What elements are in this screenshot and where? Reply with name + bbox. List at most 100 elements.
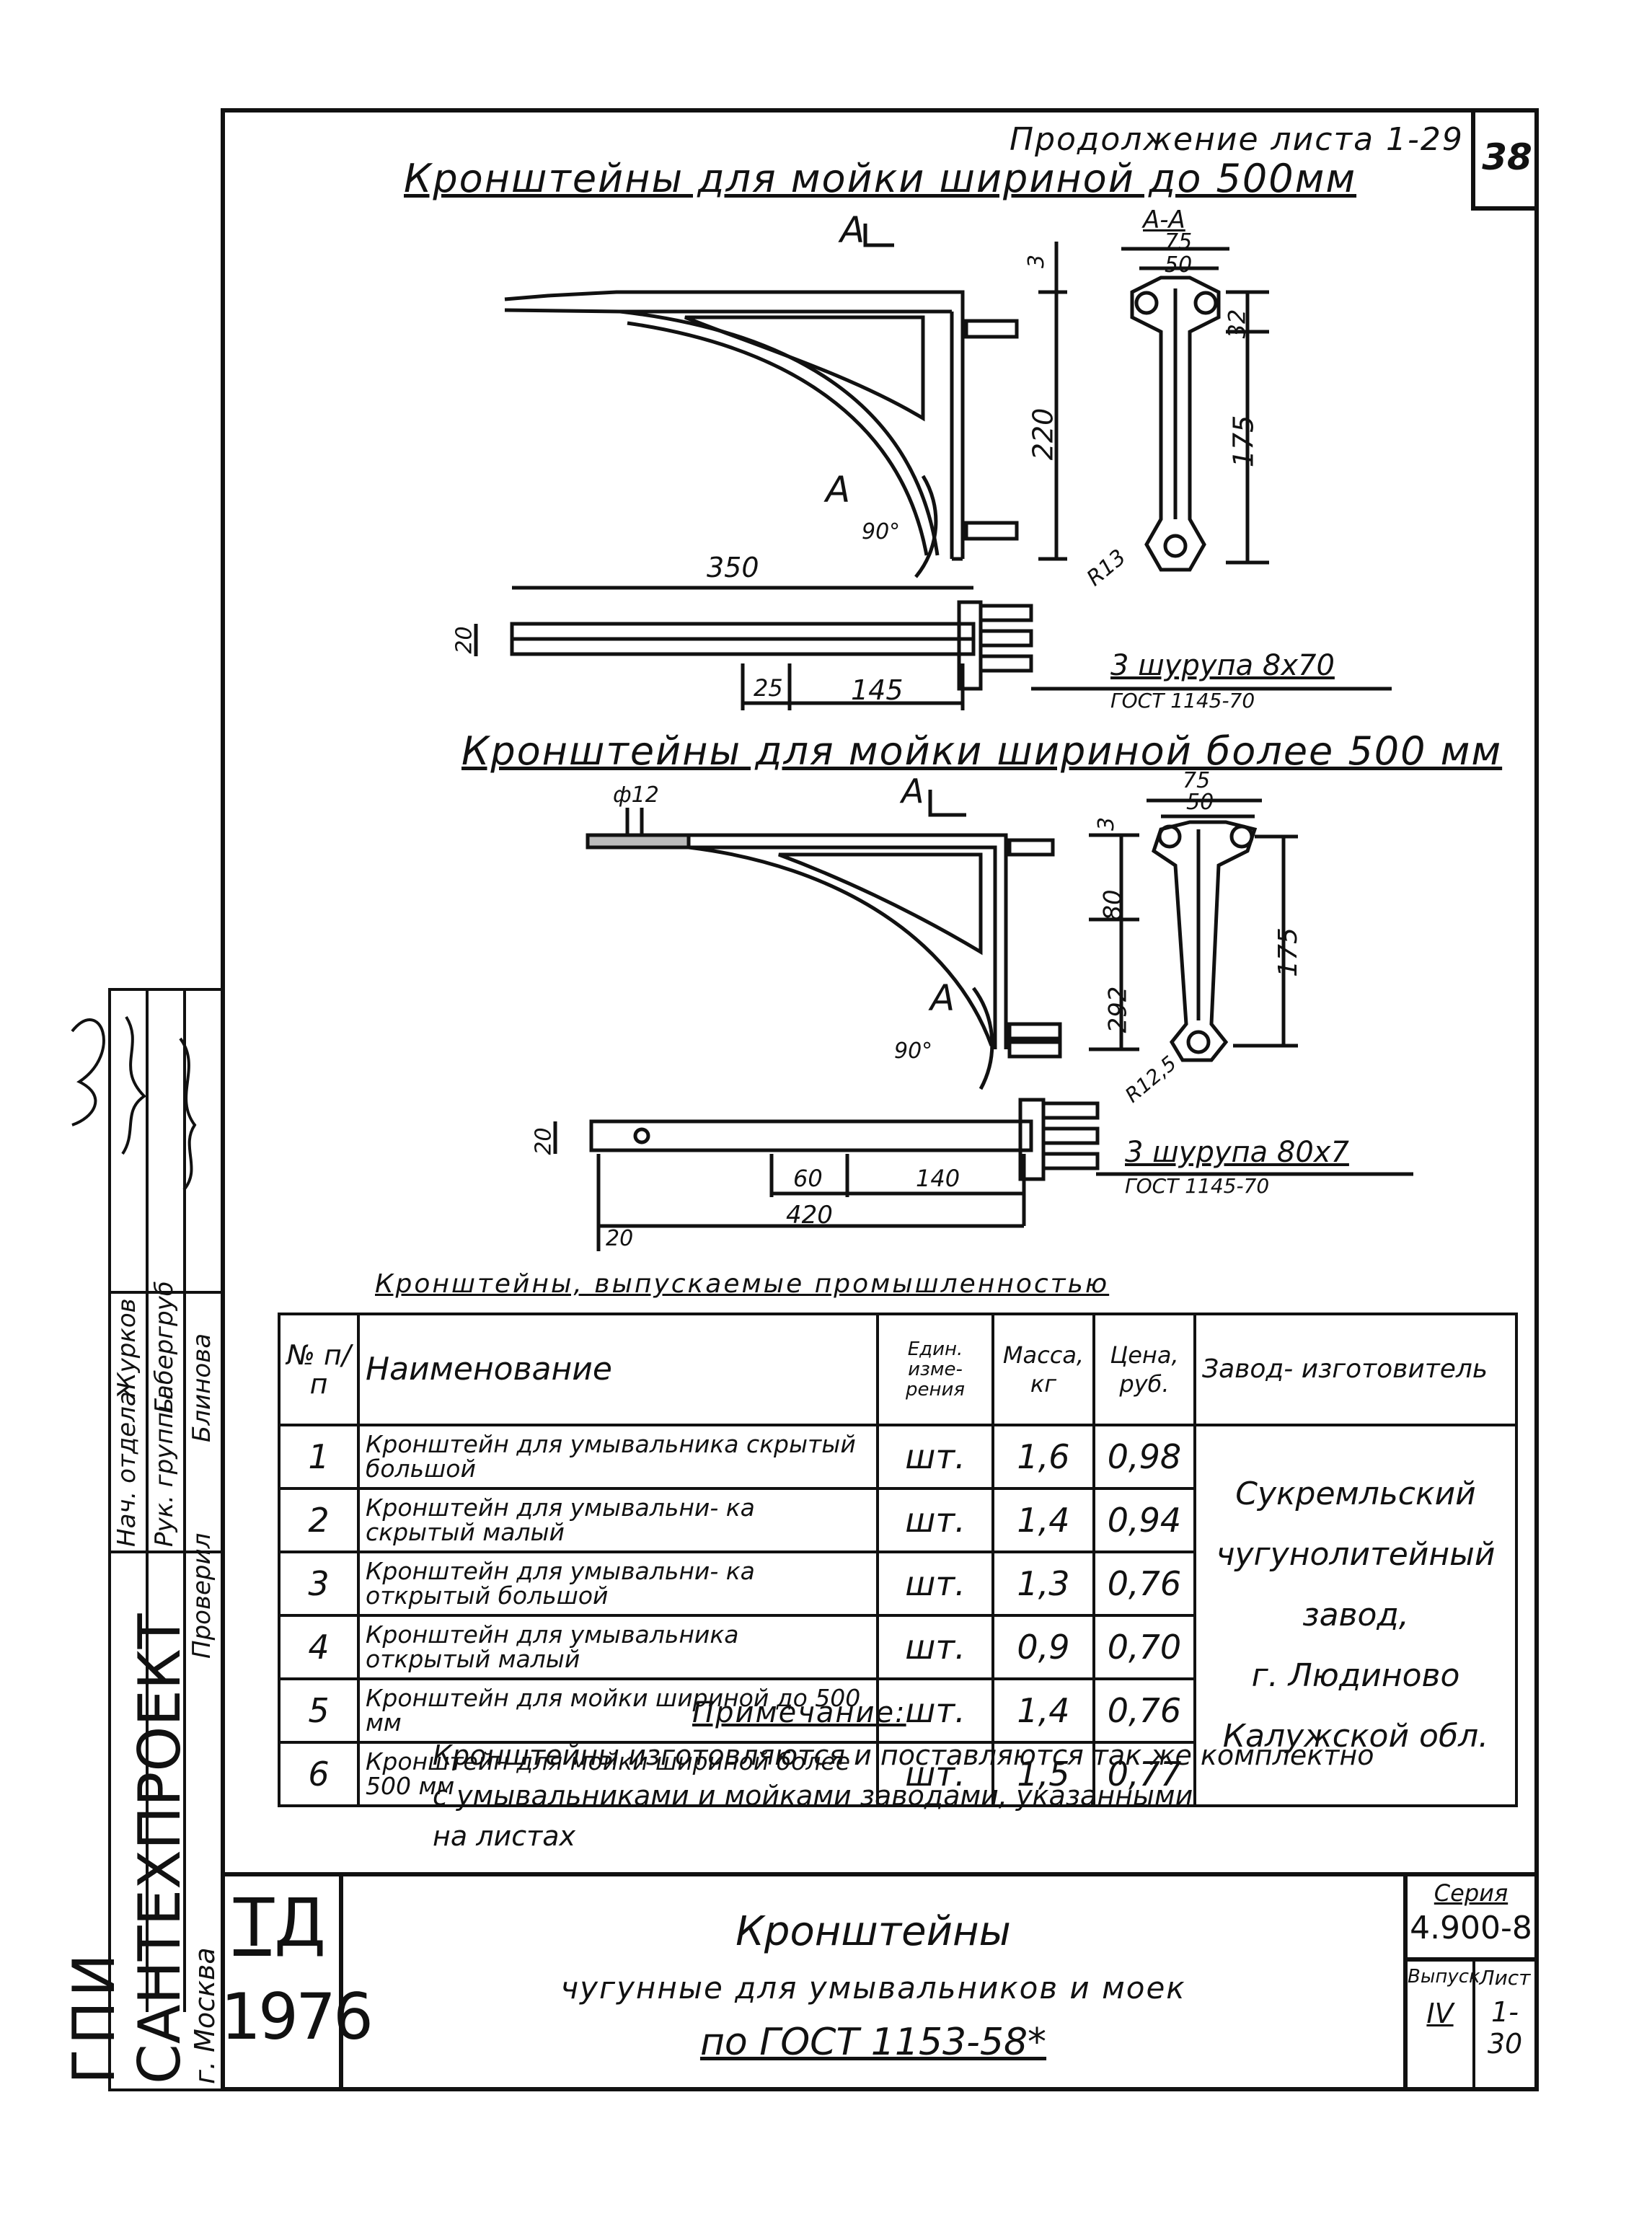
sheet-cell: Лист 1-30 xyxy=(1475,1962,1534,2091)
header-plant: Завод- изготовитель xyxy=(1193,1313,1518,1426)
stamp-title-2: чугунные для умывальников и моек xyxy=(560,1970,1186,2006)
table-row: 1 Кронштейн для умывальника скрытый боль… xyxy=(278,1424,1518,1807)
note-line-2: с умывальниками и мойками заводами, указ… xyxy=(433,1780,1193,1812)
s1-cut-label-bottom: А xyxy=(826,469,851,511)
row-num: 4 xyxy=(278,1614,360,1680)
row-price: 0,76 xyxy=(1092,1677,1196,1744)
s2-screw-gost: ГОСТ 1145-70 xyxy=(1125,1174,1270,1198)
s2-dim-20b: 20 xyxy=(606,1226,634,1251)
sig-name-1: Журков xyxy=(112,1298,141,1399)
org-line-1: ГПИ xyxy=(61,1949,128,2084)
stamp-year: 1976 xyxy=(221,1980,374,2054)
s2-screw-note: 3 шурупа 80х7 xyxy=(1125,1136,1349,1169)
s2-dim-60: 60 xyxy=(793,1165,823,1192)
plant-line: чугунолитейный xyxy=(1216,1536,1496,1573)
s2-dim-angle: 90° xyxy=(894,1038,933,1064)
s1-dim-175: 175 xyxy=(1227,415,1260,468)
s1-dim-145: 145 xyxy=(851,674,904,706)
issue-label: Выпуск xyxy=(1408,1966,1480,1988)
row-name: Кронштейн для умывальника открытый малый xyxy=(357,1614,879,1680)
s1-dim-3: 3 xyxy=(1024,254,1050,269)
s2-dim-50: 50 xyxy=(1186,790,1214,815)
header-unit: Един. изме- рения xyxy=(876,1313,994,1426)
continuation-note: Продолжение листа 1-29 xyxy=(1010,121,1464,158)
row-price: 0,98 xyxy=(1092,1424,1196,1490)
plant-line: Калужской обл. xyxy=(1222,1718,1489,1755)
table-header-row: № п/п Наименование Един. изме- рения Мас… xyxy=(278,1313,1518,1426)
stamp-td-cell: ТД 1976 xyxy=(221,1876,374,2091)
sig-name-2: Габергруб xyxy=(150,1281,179,1413)
title-block: ТД 1976 Кронштейны чугунные для умывальн… xyxy=(221,1872,1539,2091)
side-divider-1 xyxy=(108,1291,221,1294)
signature-marks xyxy=(71,1015,197,1191)
issue-cell: Выпуск IV xyxy=(1403,1962,1480,2091)
s2-dim-292: 292 xyxy=(1103,986,1133,1033)
stamp-title-3: по ГОСТ 1153-58* xyxy=(699,2021,1047,2064)
stamp-title-1: Кронштейны xyxy=(736,1908,1011,1955)
row-price: 0,77 xyxy=(1092,1741,1196,1807)
row-price: 0,76 xyxy=(1092,1551,1196,1617)
s2-dim-20: 20 xyxy=(531,1127,557,1155)
bracket1-side-view xyxy=(504,224,1067,578)
drawing-frame xyxy=(221,108,1539,2091)
row-unit: шт. xyxy=(876,1424,994,1490)
header-num: № п/п xyxy=(278,1313,360,1426)
row-mass: 1,4 xyxy=(991,1677,1095,1744)
row-mass: 1,5 xyxy=(991,1741,1095,1807)
page-number: 38 xyxy=(1471,108,1539,211)
s1-cut-label-top: А xyxy=(840,209,865,251)
sig-role-1: Нач. отдела xyxy=(112,1391,141,1547)
s2-dim-75: 75 xyxy=(1183,768,1211,793)
s1-screw-note: 3 шурупа 8х70 xyxy=(1110,649,1335,682)
s2-cut-label-bottom: А xyxy=(930,977,955,1019)
sig-name-3: Блинова xyxy=(187,1333,216,1442)
series-value: 4.900-8 xyxy=(1410,1910,1532,1946)
header-name: Наименование xyxy=(357,1313,879,1426)
s1-dim-50: 50 xyxy=(1165,252,1193,278)
s2-dim-420: 420 xyxy=(786,1201,833,1230)
row-unit: шт. xyxy=(876,1551,994,1617)
table-row: 4 Кронштейн для умывальника открытый мал… xyxy=(278,1614,1516,1680)
org-line-2: САНТЕХПРОЕКТ xyxy=(126,1613,193,2084)
s2-cut-label-top: А xyxy=(901,772,924,811)
row-unit: шт. xyxy=(876,1614,994,1680)
table-row: 3 Кронштейн для умывальни- ка открытый б… xyxy=(278,1551,1516,1617)
section1-title: Кронштейны для мойки шириной до 500мм xyxy=(404,156,1357,201)
plant-cell: Сукремльский чугунолитейный завод, г. Лю… xyxy=(1193,1424,1518,1807)
series-label: Серия xyxy=(1434,1879,1509,1907)
s1-dim-75: 75 xyxy=(1165,229,1193,255)
s1-dim-20: 20 xyxy=(451,626,477,654)
side-strip xyxy=(108,988,221,2091)
note-line-3: на листах xyxy=(433,1820,575,1852)
row-mass: 1,6 xyxy=(991,1424,1095,1490)
plant-line: Сукремльский xyxy=(1235,1475,1476,1512)
row-mass: 1,3 xyxy=(991,1551,1095,1617)
row-mass: 0,9 xyxy=(991,1614,1095,1680)
row-unit: шт. xyxy=(876,1741,994,1807)
plant-line: завод, xyxy=(1302,1597,1409,1633)
s1-screw-gost: ГОСТ 1145-70 xyxy=(1110,689,1255,713)
note-title: Примечание: xyxy=(692,1696,906,1729)
side-divider-2 xyxy=(108,1551,221,1553)
table-row: 2 Кронштейн для умывальни- ка скрытый ма… xyxy=(278,1487,1516,1553)
row-num: 6 xyxy=(278,1741,360,1807)
s1-dim-angle: 90° xyxy=(862,519,901,544)
row-price: 0,70 xyxy=(1092,1614,1196,1680)
row-num: 2 xyxy=(278,1487,360,1553)
stamp-td: ТД xyxy=(233,1884,327,1962)
row-num: 3 xyxy=(278,1551,360,1617)
s1-dim-25: 25 xyxy=(754,674,783,702)
row-mass: 1,4 xyxy=(991,1487,1095,1553)
plant-line: г. Людиново xyxy=(1251,1657,1460,1694)
org-city: г. Москва xyxy=(189,1947,221,2084)
row-name: Кронштейн для мойки шириной более 500 мм xyxy=(357,1741,879,1807)
row-name: Кронштейн для умывальни- ка скрытый малы… xyxy=(357,1487,879,1553)
s1-section-mark: А-А xyxy=(1143,206,1185,234)
s1-dim-220: 220 xyxy=(1027,407,1059,461)
s2-dim-phi12: ф12 xyxy=(613,782,659,808)
row-num: 1 xyxy=(278,1424,360,1490)
table-title: Кронштейны, выпускаемые промышленностью xyxy=(375,1269,1110,1299)
products-table: № п/п Наименование Един. изме- рения Мас… xyxy=(278,1313,1518,1807)
side-col-2 xyxy=(183,988,186,2012)
s1-dim-32: 32 xyxy=(1223,309,1251,339)
